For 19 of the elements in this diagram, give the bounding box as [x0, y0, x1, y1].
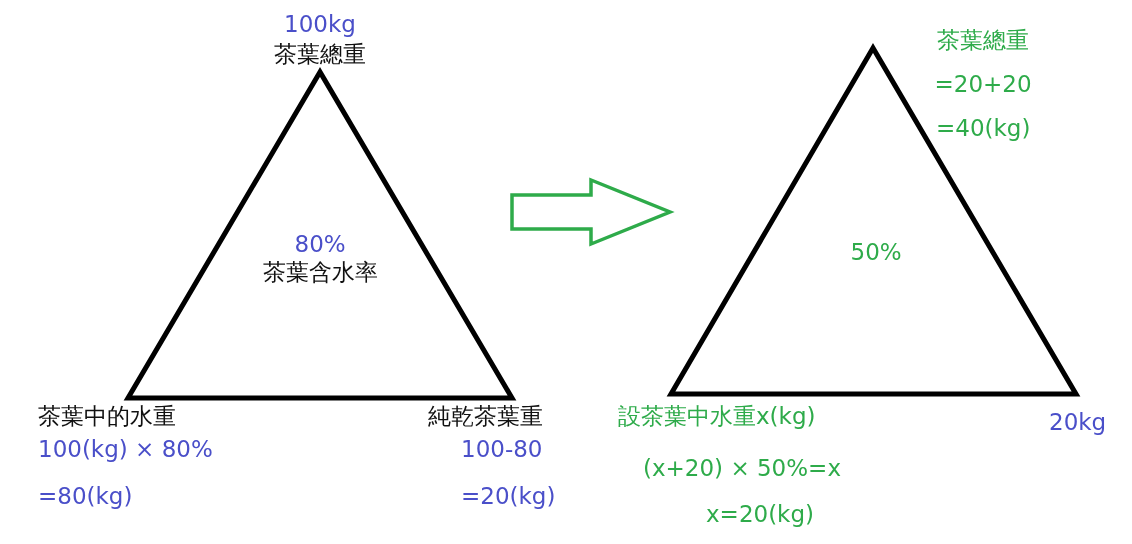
corner-label: =80(kg)	[38, 482, 133, 510]
corner-label: 茶葉總重	[274, 40, 366, 68]
center-label: 茶葉含水率	[262, 258, 378, 286]
corner-label: 100-80	[461, 435, 543, 463]
corner-label: =20+20	[934, 70, 1032, 98]
corner-label: 100(kg) × 80%	[38, 435, 213, 463]
corner-label: 茶葉中的水重	[38, 402, 176, 430]
percentage-label: 80%	[294, 230, 346, 258]
corner-label: 100kg	[284, 10, 356, 38]
corner-label: 設茶葉中水重x(kg)	[618, 402, 816, 430]
corner-label: =20(kg)	[461, 482, 556, 510]
corner-label: =40(kg)	[936, 114, 1031, 142]
corner-label: (x+20) × 50%=x	[643, 454, 841, 482]
corner-label: 20kg	[1049, 408, 1107, 436]
percentage-label: 50%	[850, 238, 902, 266]
block-arrow	[510, 177, 675, 247]
corner-label: x=20(kg)	[706, 500, 814, 528]
corner-label: 純乾茶葉重	[428, 402, 543, 430]
corner-label: 茶葉總重	[937, 26, 1029, 54]
